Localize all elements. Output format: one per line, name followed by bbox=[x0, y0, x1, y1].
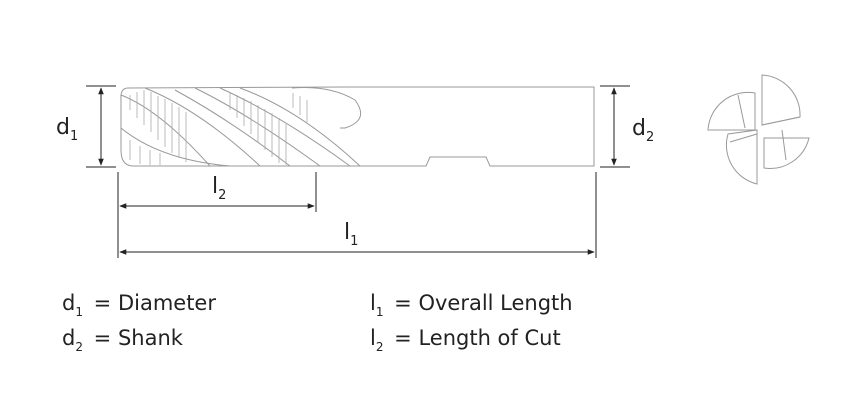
d1-label: d1 bbox=[56, 115, 78, 144]
end-mill-side-view bbox=[120, 86, 595, 167]
flute-hatching bbox=[129, 90, 308, 165]
end-mill-end-view bbox=[707, 74, 810, 185]
flute-body-outline bbox=[120, 86, 351, 167]
legend-d2: d2 = Shank bbox=[62, 326, 183, 354]
flute-2 bbox=[194, 87, 351, 167]
dimension-l1 bbox=[117, 172, 597, 258]
flute-back-curve bbox=[120, 127, 231, 167]
l2-label: l2 bbox=[212, 174, 226, 203]
l1-label: l1 bbox=[344, 220, 358, 249]
flute-3 bbox=[239, 87, 361, 167]
dimension-d2 bbox=[600, 85, 630, 168]
legend-l2: l2 = Length of Cut bbox=[370, 326, 561, 354]
d2-label: d2 bbox=[632, 116, 654, 145]
legend-l1: l1 = Overall Length bbox=[370, 291, 573, 319]
flute-1 bbox=[120, 87, 291, 167]
dimension-l2 bbox=[117, 172, 317, 212]
shank-outline bbox=[340, 86, 595, 167]
dimension-d1 bbox=[86, 85, 116, 168]
legend-d1: d1 = Diameter bbox=[62, 291, 216, 319]
flute-end-curl bbox=[291, 87, 362, 129]
